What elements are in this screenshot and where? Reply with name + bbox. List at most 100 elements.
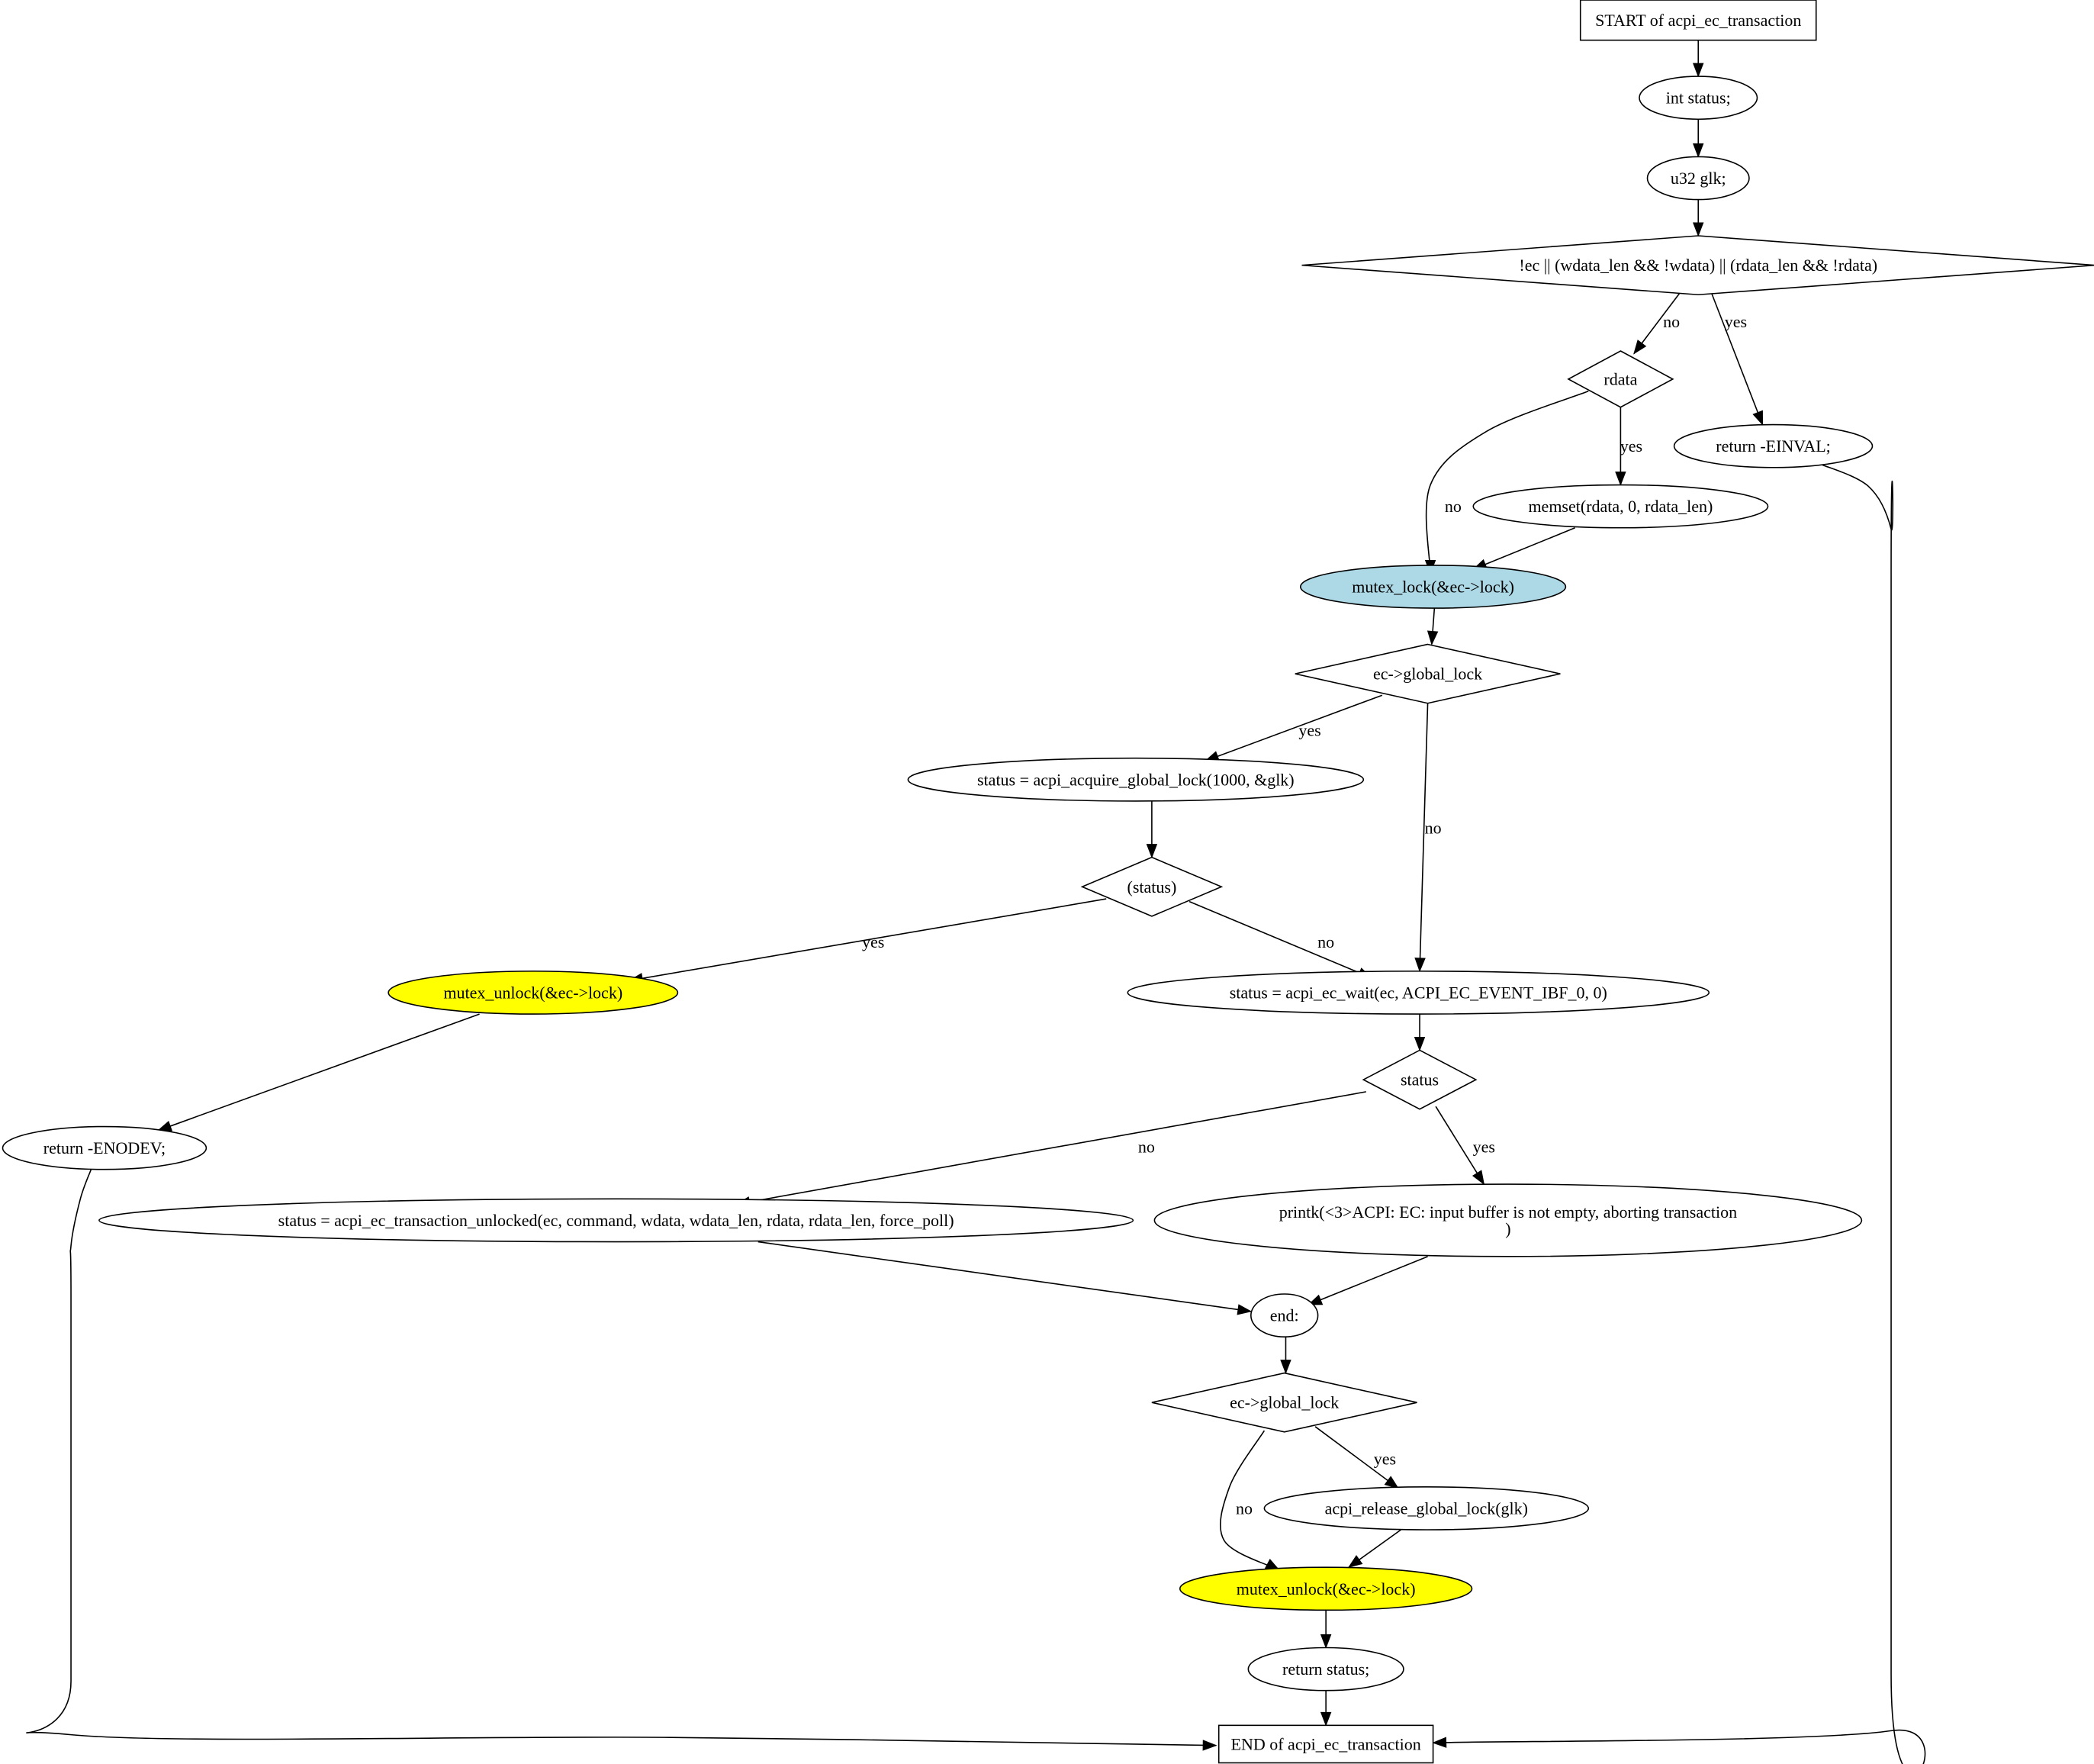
- decision-diamond: [1151, 1372, 1417, 1433]
- edge-ret-einval-to-end: [1432, 462, 1926, 1764]
- node-label: memset(rdata, 0, rdata_len): [1528, 497, 1713, 516]
- node-mutex-lock: mutex_lock(&ec->lock): [1299, 565, 1567, 609]
- edge-label-no: no: [1445, 497, 1462, 516]
- node-label: mutex_lock(&ec->lock): [1352, 577, 1514, 596]
- edge-label-no: no: [1236, 1498, 1253, 1518]
- arrowhead: [1432, 1737, 1447, 1748]
- decision-diamond: [1295, 643, 1561, 704]
- edge-cond-rdata-to-mutex-lock: no: [1424, 390, 1589, 575]
- node-end-label: end:: [1250, 1293, 1319, 1337]
- node-label: status = acpi_ec_transaction_unlocked(ec…: [278, 1211, 954, 1230]
- node-n-status: int status;: [1639, 76, 1758, 121]
- arrowhead: [1320, 1634, 1332, 1649]
- arrowhead: [1146, 844, 1158, 859]
- node-label: START of acpi_ec_transaction: [1595, 11, 1801, 30]
- node-box: [1579, 0, 1817, 41]
- edge-line: [1425, 390, 1589, 574]
- decision-diamond: [1362, 1049, 1478, 1110]
- node-n-glk: u32 glk;: [1646, 156, 1750, 201]
- node-label: !ec || (wdata_len && !wdata) || (rdata_l…: [1519, 256, 1877, 275]
- edge-label-no: no: [1425, 819, 1442, 838]
- edge-line: [736, 1091, 1366, 1206]
- node-ellipse: [1472, 484, 1769, 529]
- node-unlock1: mutex_unlock(&ec->lock): [388, 971, 679, 1015]
- arrowhead: [1414, 1036, 1426, 1051]
- arrowhead: [1280, 1360, 1291, 1374]
- edge-line: [1711, 293, 1764, 425]
- edge-line: [1205, 694, 1383, 761]
- edge-line: [1433, 462, 1926, 1764]
- node-label: printk(<3>ACPI: EC: input buffer is not …: [1279, 1202, 1737, 1222]
- edge-label-yes: yes: [1374, 1449, 1396, 1468]
- edge-line: [26, 1169, 1217, 1746]
- edge-n-glk-to-cond-args: [1693, 199, 1704, 237]
- edge-n-status-to-n-glk: [1693, 119, 1704, 158]
- node-cond-args: !ec || (wdata_len && !wdata) || (rdata_l…: [1301, 235, 2094, 296]
- arrowhead: [1615, 472, 1626, 486]
- node-ret-enodev: return -ENODEV;: [2, 1125, 207, 1170]
- node-unlock2: mutex_unlock(&ec->lock): [1179, 1566, 1473, 1611]
- decision-diamond: [1301, 235, 2094, 296]
- node-ellipse: [1247, 1647, 1404, 1692]
- arrowhead: [1308, 1294, 1324, 1305]
- node-cond-status-paren: (status): [1080, 856, 1224, 917]
- node-ret-einval: return -EINVAL;: [1673, 423, 1874, 468]
- arrowhead: [1427, 630, 1439, 645]
- node-label: ): [1505, 1219, 1510, 1238]
- node-label: ec->global_lock: [1230, 1393, 1339, 1412]
- edge-cond-args-to-ret-einval: yes: [1711, 293, 1764, 426]
- node-ret-status: return status;: [1247, 1647, 1404, 1692]
- arrowhead: [1202, 1740, 1217, 1751]
- edge-cond-status-paren-to-ec-wait: no: [1189, 900, 1373, 979]
- edge-cond-args-to-cond-rdata: no: [1633, 293, 1681, 355]
- arrowhead: [1693, 143, 1704, 158]
- edge-ret-enodev-to-end: [26, 1169, 1217, 1751]
- node-cond-global1: ec->global_lock: [1295, 643, 1561, 704]
- decision-diamond: [1567, 350, 1674, 408]
- node-box: [1217, 1724, 1434, 1764]
- edge-cond-global1-to-acquire: yes: [1204, 694, 1383, 761]
- node-ellipse: [1263, 1486, 1590, 1531]
- node-label: mutex_unlock(&ec->lock): [1237, 1579, 1416, 1598]
- node-label: ec->global_lock: [1373, 665, 1482, 684]
- node-release: acpi_release_global_lock(glk): [1263, 1486, 1590, 1531]
- edge-label-yes: yes: [1298, 720, 1320, 739]
- node-label: acpi_release_global_lock(glk): [1325, 1498, 1528, 1518]
- arrowhead: [1320, 1711, 1332, 1727]
- edge-label-no: no: [1663, 312, 1680, 331]
- arrowhead: [1237, 1304, 1253, 1315]
- arrowhead: [1633, 340, 1647, 355]
- edge-line: [1189, 900, 1372, 979]
- edge-cond-global2-to-release: yes: [1314, 1426, 1400, 1489]
- edge-cond-rdata-to-memset: yes: [1615, 407, 1642, 486]
- edge-acquire-to-cond-status-paren: [1146, 800, 1158, 859]
- node-label: int status;: [1666, 89, 1731, 108]
- node-ellipse: [2, 1125, 207, 1170]
- edge-end-label-to-cond-global2: [1280, 1337, 1291, 1374]
- node-label: return status;: [1282, 1659, 1369, 1679]
- edge-unlocked-to-end-label: [758, 1241, 1253, 1315]
- node-ellipse: [1639, 76, 1758, 121]
- node-label: (status): [1127, 877, 1177, 896]
- edge-line: [1308, 1256, 1428, 1305]
- node-ellipse: [1299, 565, 1567, 609]
- node-ellipse: [907, 757, 1365, 802]
- node-end: END of acpi_ec_transaction: [1217, 1724, 1434, 1764]
- node-ellipse: [1673, 423, 1874, 468]
- arrowhead: [1384, 1476, 1400, 1489]
- node-cond-status: status: [1362, 1049, 1478, 1110]
- arrowhead: [1472, 1170, 1485, 1186]
- node-ec-wait: status = acpi_ec_wait(ec, ACPI_EC_EVENT_…: [1127, 971, 1710, 1015]
- edge-release-to-unlock2: [1347, 1529, 1401, 1568]
- node-memset: memset(rdata, 0, rdata_len): [1472, 484, 1769, 529]
- node-printk: printk(<3>ACPI: EC: input buffer is not …: [1153, 1183, 1863, 1257]
- edge-line: [1472, 527, 1576, 570]
- edge-label-no: no: [1138, 1137, 1155, 1156]
- node-label: return -ENODEV;: [43, 1138, 166, 1157]
- node-label: return -EINVAL;: [1716, 436, 1831, 455]
- node-start: START of acpi_ec_transaction: [1579, 0, 1817, 41]
- edge-cond-status-to-unlocked: no: [735, 1091, 1366, 1208]
